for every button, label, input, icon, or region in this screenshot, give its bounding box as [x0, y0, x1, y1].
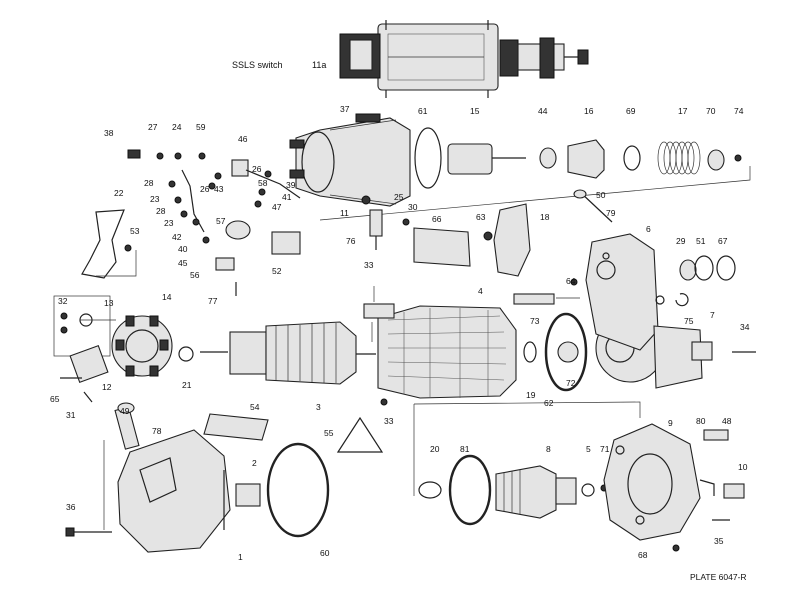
switch-ref: 11a	[312, 60, 326, 70]
callout-label: 21	[182, 380, 192, 390]
callout-label: 12	[102, 382, 112, 392]
callout-label: 48	[722, 416, 732, 426]
callout-label: 13	[104, 298, 114, 308]
small-hardware-cluster	[81, 149, 301, 296]
switch-caption: SSLS switch	[232, 60, 283, 70]
callout-label: 79	[606, 208, 616, 218]
callout-label: 42	[172, 232, 182, 242]
callout-label: 60	[320, 548, 330, 558]
callout-label: 59	[196, 122, 206, 132]
callout-label: 23	[164, 218, 174, 228]
callout-label: 20	[430, 444, 440, 454]
callout-label: 51	[696, 236, 706, 246]
callout-label: 46	[238, 134, 248, 144]
callout-label: 53	[130, 226, 140, 236]
callout-label: 58	[258, 178, 268, 188]
callout-label: 57	[216, 216, 226, 226]
callout-label: 64	[566, 276, 576, 286]
callout-label: 73	[530, 316, 540, 326]
callout-label: 15	[470, 106, 480, 116]
callout-label: 40	[178, 244, 188, 254]
callout-label: 78	[152, 426, 162, 436]
callout-label: 10	[738, 462, 748, 472]
callout-label: 66	[432, 214, 442, 224]
callout-label: 81	[460, 444, 470, 454]
callout-label: 17	[678, 106, 688, 116]
callout-label: 28	[156, 206, 166, 216]
plate-id: PLATE 6047-R	[690, 572, 747, 582]
callout-label: 34	[740, 322, 750, 332]
callout-label: 75	[684, 316, 694, 326]
callout-label: 36	[66, 502, 76, 512]
callout-label: 62	[544, 398, 554, 408]
callout-label: 43	[214, 184, 224, 194]
callout-label: 32	[58, 296, 68, 306]
callout-label: 71	[600, 444, 610, 454]
callout-label: 47	[272, 202, 282, 212]
callout-label: 45	[178, 258, 188, 268]
callout-label: 24	[172, 122, 182, 132]
callout-label: 29	[676, 236, 686, 246]
end-cover-and-pinion-group	[65, 401, 745, 553]
callout-label: 8	[546, 444, 551, 454]
callout-label: 7	[710, 310, 715, 320]
callout-label: 41	[282, 192, 292, 202]
callout-label: 49	[120, 406, 130, 416]
callout-label: 68	[638, 550, 648, 560]
callout-labels: 1 2 3 4 5 6 7 8 9 10 11 12 13 14 15 16 1…	[50, 104, 750, 562]
callout-label: 54	[250, 402, 260, 412]
callout-label: 39	[286, 180, 296, 190]
callout-label: 44	[538, 106, 548, 116]
solenoid-assembly	[289, 113, 751, 221]
callout-label: 18	[540, 212, 550, 222]
callout-label: 11	[340, 208, 349, 218]
callout-label: 28	[144, 178, 154, 188]
callout-label: 50	[596, 190, 606, 200]
callout-label: 23	[150, 194, 160, 204]
callout-label: 2	[252, 458, 257, 468]
callout-label: 80	[696, 416, 706, 426]
callout-label: 72	[566, 378, 576, 388]
callout-label: 4	[478, 286, 483, 296]
callout-label: 16	[584, 106, 594, 116]
callout-label: 9	[668, 418, 673, 428]
callout-label: 3	[316, 402, 321, 412]
callout-label: 14	[162, 292, 172, 302]
callout-label: 33	[384, 416, 394, 426]
callout-label: 26	[252, 164, 262, 174]
ssls-switch-assembly	[339, 20, 589, 98]
callout-label: 55	[324, 428, 334, 438]
callout-label: 38	[104, 128, 114, 138]
callout-label: 76	[346, 236, 356, 246]
gasket-61	[414, 127, 442, 189]
callout-label: 1	[238, 552, 243, 562]
callout-label: 35	[714, 536, 724, 546]
callout-label: 30	[408, 202, 418, 212]
callout-label: 25	[394, 192, 404, 202]
callout-label: 77	[208, 296, 218, 306]
callout-label: 19	[526, 390, 536, 400]
callout-label: 6	[646, 224, 651, 234]
callout-label: 31	[66, 410, 76, 420]
callout-label: 70	[706, 106, 716, 116]
callout-label: 56	[190, 270, 200, 280]
callout-label: 69	[626, 106, 636, 116]
armature-and-field-assembly	[53, 189, 756, 406]
callout-label: 22	[114, 188, 124, 198]
callout-label: 33	[364, 260, 374, 270]
callout-label: 37	[340, 104, 350, 114]
callout-label: 74	[734, 106, 744, 116]
callout-label: 5	[586, 444, 591, 454]
callout-label: 52	[272, 266, 282, 276]
callout-label: 27	[148, 122, 158, 132]
callout-label: 26	[200, 184, 210, 194]
callout-label: 63	[476, 212, 486, 222]
callout-label: 67	[718, 236, 728, 246]
callout-label: 61	[418, 106, 428, 116]
callout-label: 65	[50, 394, 60, 404]
